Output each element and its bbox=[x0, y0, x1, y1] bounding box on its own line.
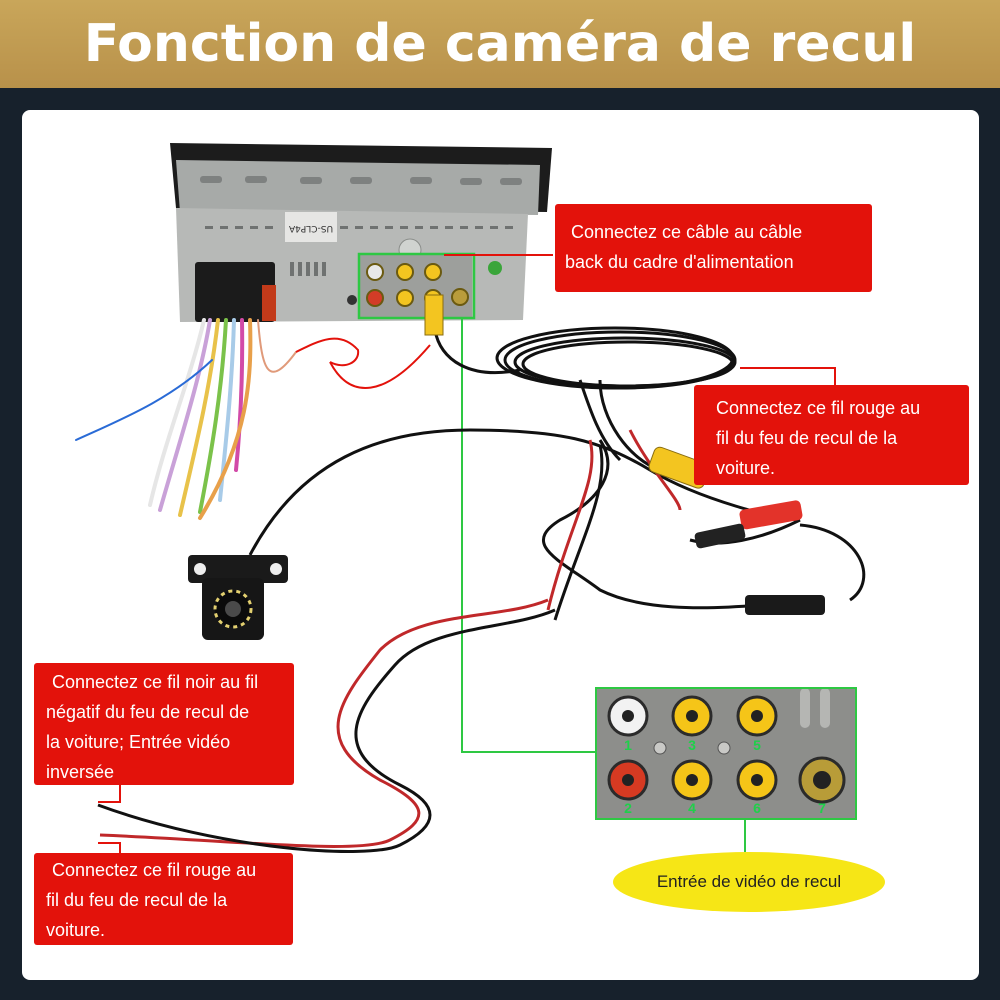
title-banner: Fonction de caméra de recul bbox=[0, 0, 1000, 88]
note-black-wire-line-2: négatif du feu de recul de bbox=[46, 702, 250, 722]
plugs-right bbox=[648, 446, 825, 615]
backup-camera bbox=[188, 555, 288, 640]
page-title: Fonction de caméra de recul bbox=[83, 14, 917, 74]
note-red-wire-bottom: Connectez ce fil rouge au fil du feu de … bbox=[34, 853, 293, 945]
note-red-wire-bottom-line-1: Connectez ce fil rouge au bbox=[52, 860, 257, 880]
note-black-wire-line-3: la voiture; Entrée vidéo bbox=[46, 732, 231, 752]
note-black-wire-line-1: Connectez ce fil noir au fil bbox=[52, 672, 259, 692]
note-power-cable-line-1: Connectez ce câble au câble bbox=[571, 222, 803, 242]
note-power-cable: Connectez ce câble au câble back du cadr… bbox=[555, 204, 872, 292]
note-red-wire-top-line-3: voiture. bbox=[716, 458, 776, 478]
note-power-cable-line-2: back du cadre d'alimentation bbox=[565, 252, 794, 272]
radio-model-label: US-CLP4A bbox=[288, 223, 333, 233]
rca-ports-highlight bbox=[357, 252, 476, 320]
port-number-5: 5 bbox=[753, 737, 761, 753]
port-number-7: 7 bbox=[818, 800, 826, 816]
note-red-wire-bottom-line-2: fil du feu de recul de la bbox=[46, 890, 228, 910]
note-black-wire-line-4: inversée bbox=[46, 762, 115, 782]
rca-ports-closeup: 1 2 3 4 5 6 7 bbox=[595, 687, 857, 820]
radio-rca-ports bbox=[357, 252, 476, 320]
port-number-3: 3 bbox=[688, 737, 696, 753]
green-leader-line bbox=[461, 318, 597, 753]
camera-cables bbox=[97, 428, 866, 853]
port-number-4: 4 bbox=[688, 800, 696, 816]
wire-harness bbox=[75, 318, 297, 520]
note-red-wire-top-line-1: Connectez ce fil rouge au bbox=[716, 398, 921, 418]
port-number-6: 6 bbox=[753, 800, 761, 816]
note-red-wire-top: Connectez ce fil rouge au fil du feu de … bbox=[694, 385, 969, 485]
port-number-1: 1 bbox=[624, 737, 632, 753]
annotation-lines-red bbox=[98, 254, 836, 855]
camera-cable-coil bbox=[433, 326, 737, 472]
video-input-label: Entrée de vidéo de recul bbox=[613, 852, 885, 912]
note-red-wire-bottom-line-3: voiture. bbox=[46, 920, 106, 940]
yellow-rca-plug-radio bbox=[424, 294, 444, 336]
note-black-wire: Connectez ce fil noir au fil négatif du … bbox=[34, 663, 294, 785]
note-red-wire-top-line-2: fil du feu de recul de la bbox=[716, 428, 898, 448]
port-number-2: 2 bbox=[624, 800, 632, 816]
